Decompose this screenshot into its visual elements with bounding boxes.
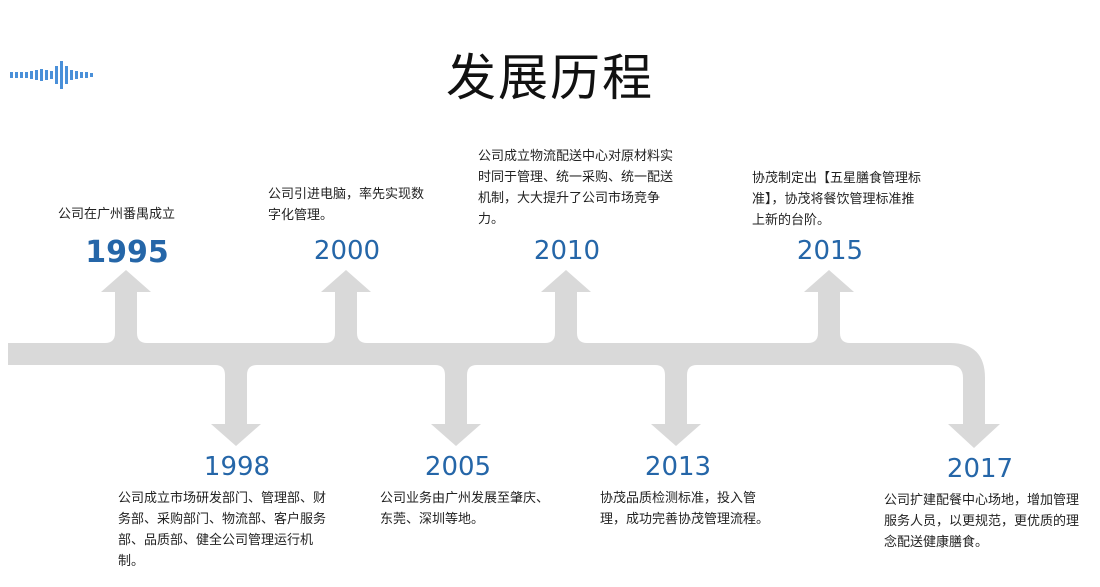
event-2010-text: 公司成立物流配送中心对原材料实时同于管理、统一采购、统一配送机制，大大提升了公司… bbox=[478, 149, 674, 227]
logo-waveform-icon bbox=[10, 61, 93, 89]
event-2017-text: 公司扩建配餐中心场地，增加管理服务人员，以更规范，更优质的理念配送健康膳食。 bbox=[884, 493, 1080, 550]
year-2013: 2013 bbox=[644, 452, 712, 482]
logo-bar bbox=[35, 70, 38, 80]
logo-bar bbox=[50, 71, 53, 79]
logo-bar bbox=[90, 73, 93, 77]
logo-bar bbox=[65, 66, 68, 84]
logo-bar bbox=[15, 72, 18, 78]
logo-bar bbox=[75, 71, 78, 79]
down-arrow-2005 bbox=[431, 365, 481, 446]
year-2010: 2010 bbox=[533, 236, 601, 266]
up-arrow-1995 bbox=[101, 270, 151, 343]
page-title: 发展历程 bbox=[446, 49, 654, 107]
logo-bar bbox=[30, 71, 33, 79]
up-arrow-2015 bbox=[804, 270, 854, 343]
event-1998-text: 公司成立市场研发部门、管理部、财务部、采购部门、物流部、客户服务部、品质部、健全… bbox=[118, 491, 327, 569]
year-1995: 1995 bbox=[85, 235, 169, 270]
logo-bar bbox=[40, 69, 43, 81]
up-arrow-2010 bbox=[541, 270, 591, 343]
down-arrow-1998 bbox=[211, 365, 261, 446]
down-arrow-2013 bbox=[651, 365, 701, 446]
logo-bar bbox=[85, 72, 88, 78]
year-2017: 2017 bbox=[946, 454, 1014, 484]
year-2000: 2000 bbox=[313, 236, 381, 266]
event-2000-text: 公司引进电脑，率先实现数字化管理。 bbox=[268, 187, 425, 223]
event-1995-text: 公司在广州番禺成立 bbox=[58, 207, 176, 222]
logo-bar bbox=[55, 66, 58, 84]
logo-bar bbox=[80, 72, 83, 78]
logo-bar bbox=[25, 72, 28, 78]
logo-bar bbox=[20, 72, 23, 78]
up-arrow-2000 bbox=[321, 270, 371, 343]
event-2005-text: 公司业务由广州发展至肇庆、东莞、深圳等地。 bbox=[380, 491, 550, 527]
event-2013-text: 协茂品质检测标准，投入管理，成功完善协茂管理流程。 bbox=[600, 491, 770, 527]
event-2015-text: 协茂制定出【五星膳食管理标准】，协茂将餐饮管理标准推上新的台阶。 bbox=[752, 171, 922, 228]
logo-bar bbox=[10, 72, 13, 78]
year-2005: 2005 bbox=[424, 452, 492, 482]
logo-bar bbox=[45, 70, 48, 80]
logo-bar bbox=[60, 61, 63, 89]
logo-bar bbox=[70, 70, 73, 80]
year-1998: 1998 bbox=[203, 452, 271, 482]
year-2015: 2015 bbox=[796, 236, 864, 266]
